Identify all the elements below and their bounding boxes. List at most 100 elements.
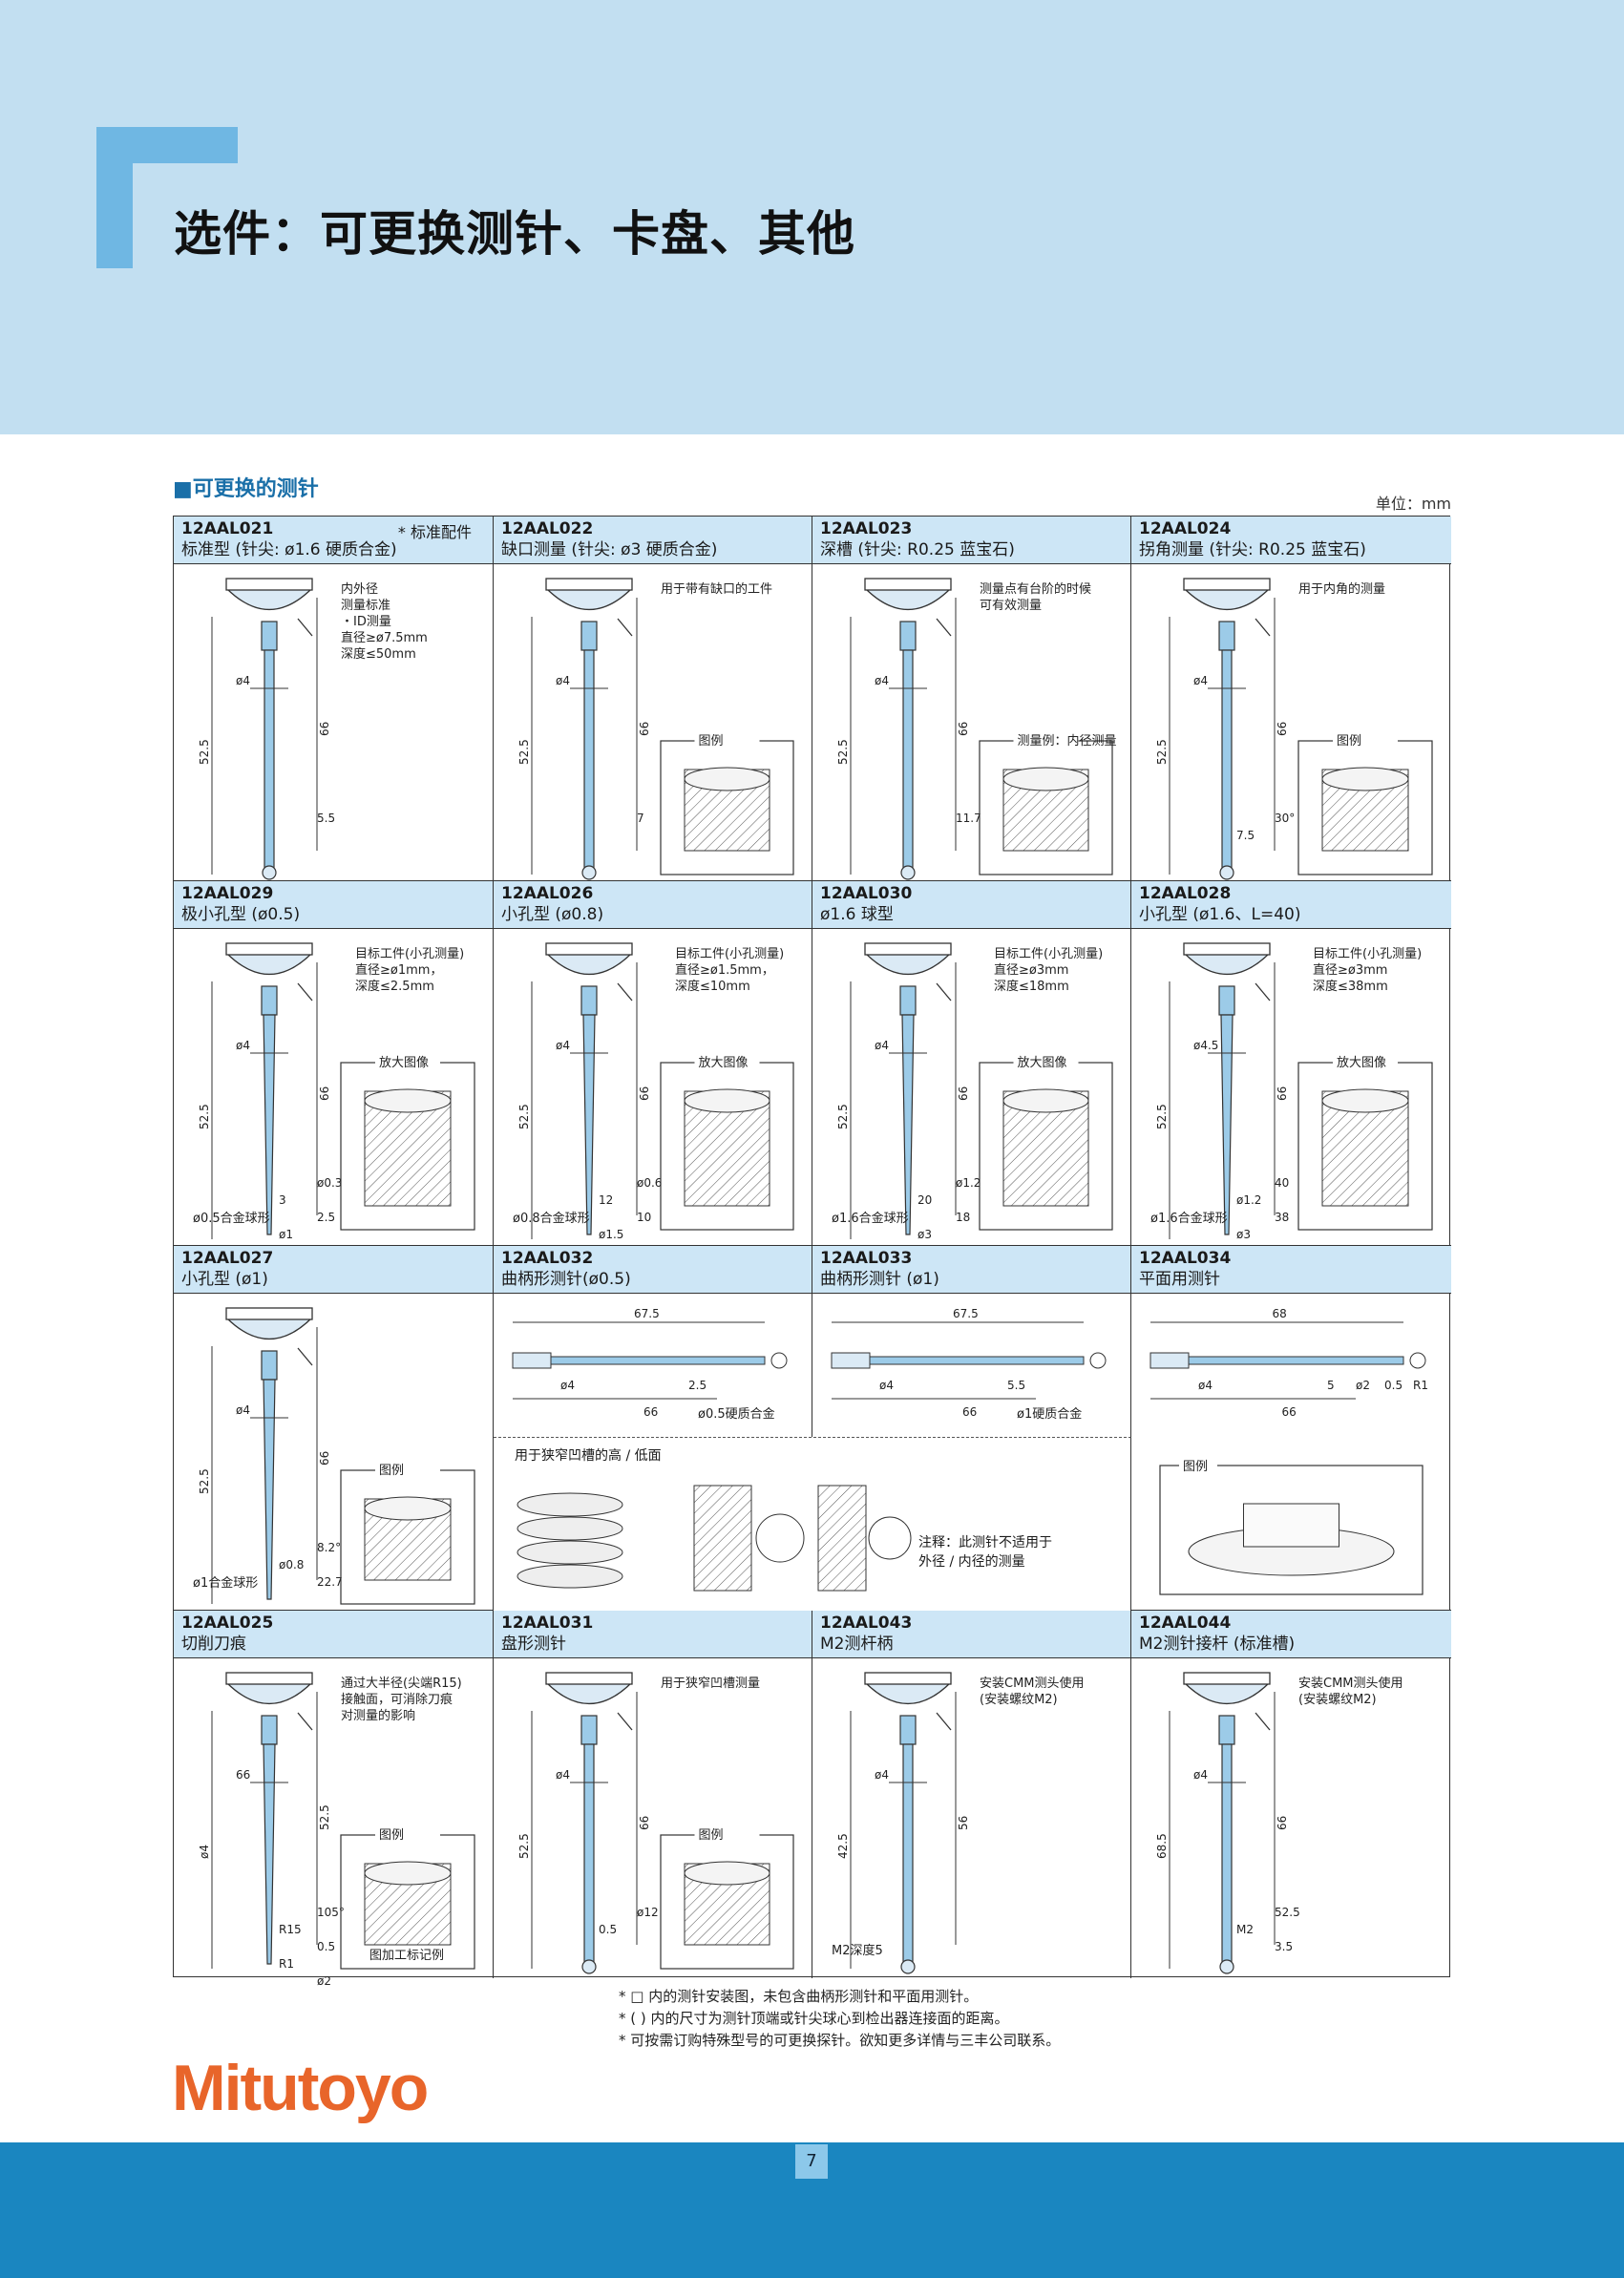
dimension-label: ø4 xyxy=(236,674,250,687)
inset-title: 图例 xyxy=(1337,734,1361,749)
model-description: 缺口测量 (针尖: ø3 硬质合金) xyxy=(501,540,718,559)
model-code: 12AAL044 xyxy=(1139,1614,1232,1633)
dimension-label: 3 xyxy=(279,1193,286,1207)
dimension-label: 105° xyxy=(317,1906,345,1919)
inset-title: 图例 xyxy=(379,1464,404,1478)
stylus-drawing xyxy=(545,578,633,880)
cranked-stylus-drawing xyxy=(831,1352,1107,1369)
dimension-label: ø2 xyxy=(1356,1379,1370,1392)
model-description: 小孔型 (ø1.6、L=40) xyxy=(1139,905,1301,924)
model-code: 12AAL030 xyxy=(820,884,913,903)
dimension-label: 3.5 xyxy=(1275,1940,1293,1953)
model-description: 小孔型 (ø0.8) xyxy=(501,905,604,924)
tip-label: ø0.5硬质合金 xyxy=(698,1406,775,1422)
dimension-label: 66 xyxy=(236,1768,250,1782)
dimension-label: 12 xyxy=(599,1193,613,1207)
dimension-label: 52.5 xyxy=(198,1104,211,1129)
unit-label: 单位：mm xyxy=(1375,495,1451,513)
title-banner: 选件：可更换测针、卡盘、其他 xyxy=(0,0,1624,434)
note-text: 测量点有台阶的时候 xyxy=(980,581,1091,597)
dimension-label: 22.7 xyxy=(317,1575,343,1589)
cranked-stylus-drawing xyxy=(512,1352,788,1369)
model-description: 小孔型 (ø1) xyxy=(181,1270,268,1289)
dimension-label: ø4 xyxy=(560,1379,575,1392)
page-number: 7 xyxy=(795,2144,828,2179)
note-text: (安装螺纹M2) xyxy=(980,1693,1058,1707)
stylus-drawing xyxy=(864,578,952,880)
dimension-label: ø0.6 xyxy=(637,1176,662,1190)
model-description: 切削刀痕 xyxy=(181,1635,246,1654)
shared-example-panel: 用于狭窄凹槽的高 / 低面注释：此测针不适用于外径 / 内径的测量 xyxy=(494,1437,1131,1611)
note-text: 接触面，可消除刀痕 xyxy=(341,1692,453,1707)
stylus-drawing xyxy=(864,942,952,1235)
model-code: 12AAL043 xyxy=(820,1614,913,1633)
inset-title: 放大图像 xyxy=(699,1056,749,1070)
note-text: ・ID测量 xyxy=(341,615,391,629)
cell-header: 12AAL027 小孔型 (ø1) xyxy=(174,1246,493,1294)
footnote: * 可按需订购特殊型号的可更换探针。欲知更多详情与三丰公司联系。 xyxy=(619,2032,1061,2049)
stylus-drawing xyxy=(1183,1672,1271,1974)
stylus-diagram: ø46652.5ø0.332.5ø1目标工件(小孔测量)直径≥ø1mm，深度≤2… xyxy=(193,942,475,1241)
tip-label: ø0.8合金球形 xyxy=(513,1211,590,1226)
dimension-label: 40 xyxy=(1275,1176,1289,1190)
dimension-label: 5.5 xyxy=(1007,1379,1025,1392)
stylus-drawing xyxy=(545,1672,633,1974)
dimension-label: 67.5 xyxy=(634,1307,660,1320)
tip-label: ø0.5合金球形 xyxy=(193,1211,270,1226)
cell-header: 12AAL029 极小孔型 (ø0.5) xyxy=(174,881,493,929)
dimension-label: 38 xyxy=(1275,1211,1289,1224)
model-description: 曲柄形测针(ø0.5) xyxy=(501,1270,631,1289)
stylus-diagram: 6652.5ø4105°R150.5R1ø2通过大半径(尖端R15)接触面，可消… xyxy=(198,1672,475,1988)
groove-example-drawing xyxy=(517,1485,912,1592)
dimension-label: ø4 xyxy=(875,1768,889,1782)
model-code: 12AAL032 xyxy=(501,1249,594,1268)
dimension-label: 5.5 xyxy=(317,812,335,825)
dimension-label: ø4 xyxy=(556,674,570,687)
bracket-decoration-top xyxy=(96,127,238,163)
stylus-diagram: ø46652.5ø0.61210ø1.5目标工件(小孔测量)直径≥ø1.5mm，… xyxy=(513,942,794,1241)
note-text: 直径≥ø1mm， xyxy=(355,963,442,978)
model-description: 盘形测针 xyxy=(501,1635,566,1654)
model-code: 12AAL023 xyxy=(820,519,913,538)
dimension-label: 10 xyxy=(637,1211,651,1224)
dimension-label: 66 xyxy=(962,1405,977,1419)
inset-caption: 图加工标记例 xyxy=(369,1949,444,1963)
dimension-label: ø4 xyxy=(236,1039,250,1052)
dimension-label: ø3 xyxy=(917,1228,932,1241)
dimension-label: ø1.2 xyxy=(956,1176,981,1190)
dimension-label: ø4 xyxy=(556,1039,570,1052)
dimension-label: 52.5 xyxy=(517,1104,531,1129)
brand-logo: Mitutoyo xyxy=(172,2052,429,2124)
dimension-label: 0.5 xyxy=(317,1940,335,1953)
tip-label: ø1硬质合金 xyxy=(1017,1406,1082,1422)
tip-label: M2深度5 xyxy=(832,1943,883,1958)
note-text: 直径≥ø7.5mm xyxy=(341,631,428,645)
model-code: 12AAL027 xyxy=(181,1249,274,1268)
model-description: 极小孔型 (ø0.5) xyxy=(181,905,301,924)
model-code: 12AAL034 xyxy=(1139,1249,1232,1268)
note-text: 深度≤50mm xyxy=(341,646,416,662)
inset-title: 图例 xyxy=(1183,1460,1208,1474)
note-text: 用于内角的测量 xyxy=(1298,581,1385,597)
model-code: 12AAL029 xyxy=(181,884,274,903)
footnote: * ( ) 内的尺寸为测针顶端或针尖球心到检出器连接面的距离。 xyxy=(619,2010,1009,2027)
inset-title: 放大图像 xyxy=(1337,1056,1386,1070)
